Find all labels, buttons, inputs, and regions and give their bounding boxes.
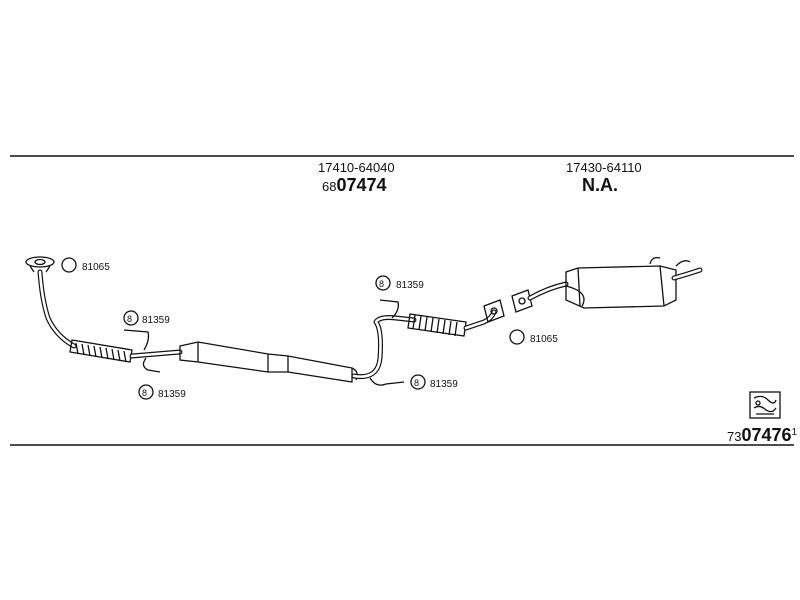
- svg-text:8: 8: [142, 388, 147, 398]
- rear-flange: [511, 289, 533, 313]
- svg-text:81359: 81359: [396, 280, 424, 291]
- footer-ref-prefix: 73: [727, 429, 741, 444]
- ref-main-front: 07474: [336, 175, 386, 195]
- footer-ref-suffix: 1: [792, 427, 798, 438]
- gasket-ring-icon: [509, 329, 525, 345]
- part-code-rear: 17430-64110: [566, 160, 642, 175]
- svg-text:8: 8: [414, 378, 419, 388]
- clamp-icon: 8: [138, 384, 154, 400]
- rear-muffler: [511, 256, 703, 313]
- callout-gasket-front: 81065: [61, 257, 110, 273]
- clamp-icon: 8: [410, 374, 426, 390]
- svg-text:81065: 81065: [530, 334, 558, 345]
- flex-pipe: [69, 339, 133, 363]
- svg-text:81359: 81359: [430, 379, 458, 390]
- callout-clamp-front-lower: 8 81359: [138, 384, 186, 400]
- hanger-front-upper: [123, 329, 150, 351]
- intermediate-pipe: [351, 299, 505, 380]
- svg-text:8: 8: [379, 279, 384, 289]
- gasket-ring-icon: [61, 257, 77, 273]
- svg-text:8: 8: [127, 314, 132, 324]
- center-silencer: [179, 341, 358, 383]
- callout-clamp-front-upper: 8 81359: [123, 310, 170, 326]
- svg-text:81359: 81359: [158, 389, 186, 400]
- callout-clamp-mid-upper: 8 81359: [375, 275, 424, 291]
- flex-pipe-rear: [407, 313, 467, 337]
- catalog-book-icon: [749, 391, 781, 419]
- callout-clamp-mid-lower: 8 81359: [410, 374, 458, 390]
- ref-prefix-front: 68: [322, 179, 336, 194]
- ref-number-front: 6807474: [322, 175, 387, 195]
- clamp-icon: 8: [123, 310, 139, 326]
- hanger-front-lower: [142, 357, 161, 373]
- clamp-icon: 8: [375, 275, 391, 291]
- footer-ref-number: 73074761: [727, 425, 798, 445]
- hanger-mid-lower: [369, 377, 405, 386]
- part-code-front: 17410-64040: [318, 160, 395, 175]
- front-pipe: [25, 256, 183, 363]
- footer-ref-main: 07476: [741, 425, 791, 445]
- ref-number-rear: N.A.: [582, 175, 618, 195]
- mid-flange: [483, 299, 505, 323]
- hanger-mid-upper: [379, 299, 400, 319]
- front-flange: [25, 256, 55, 268]
- callout-gasket-rear: 81065: [509, 329, 558, 345]
- svg-text:81065: 81065: [82, 262, 110, 273]
- svg-text:81359: 81359: [142, 315, 170, 326]
